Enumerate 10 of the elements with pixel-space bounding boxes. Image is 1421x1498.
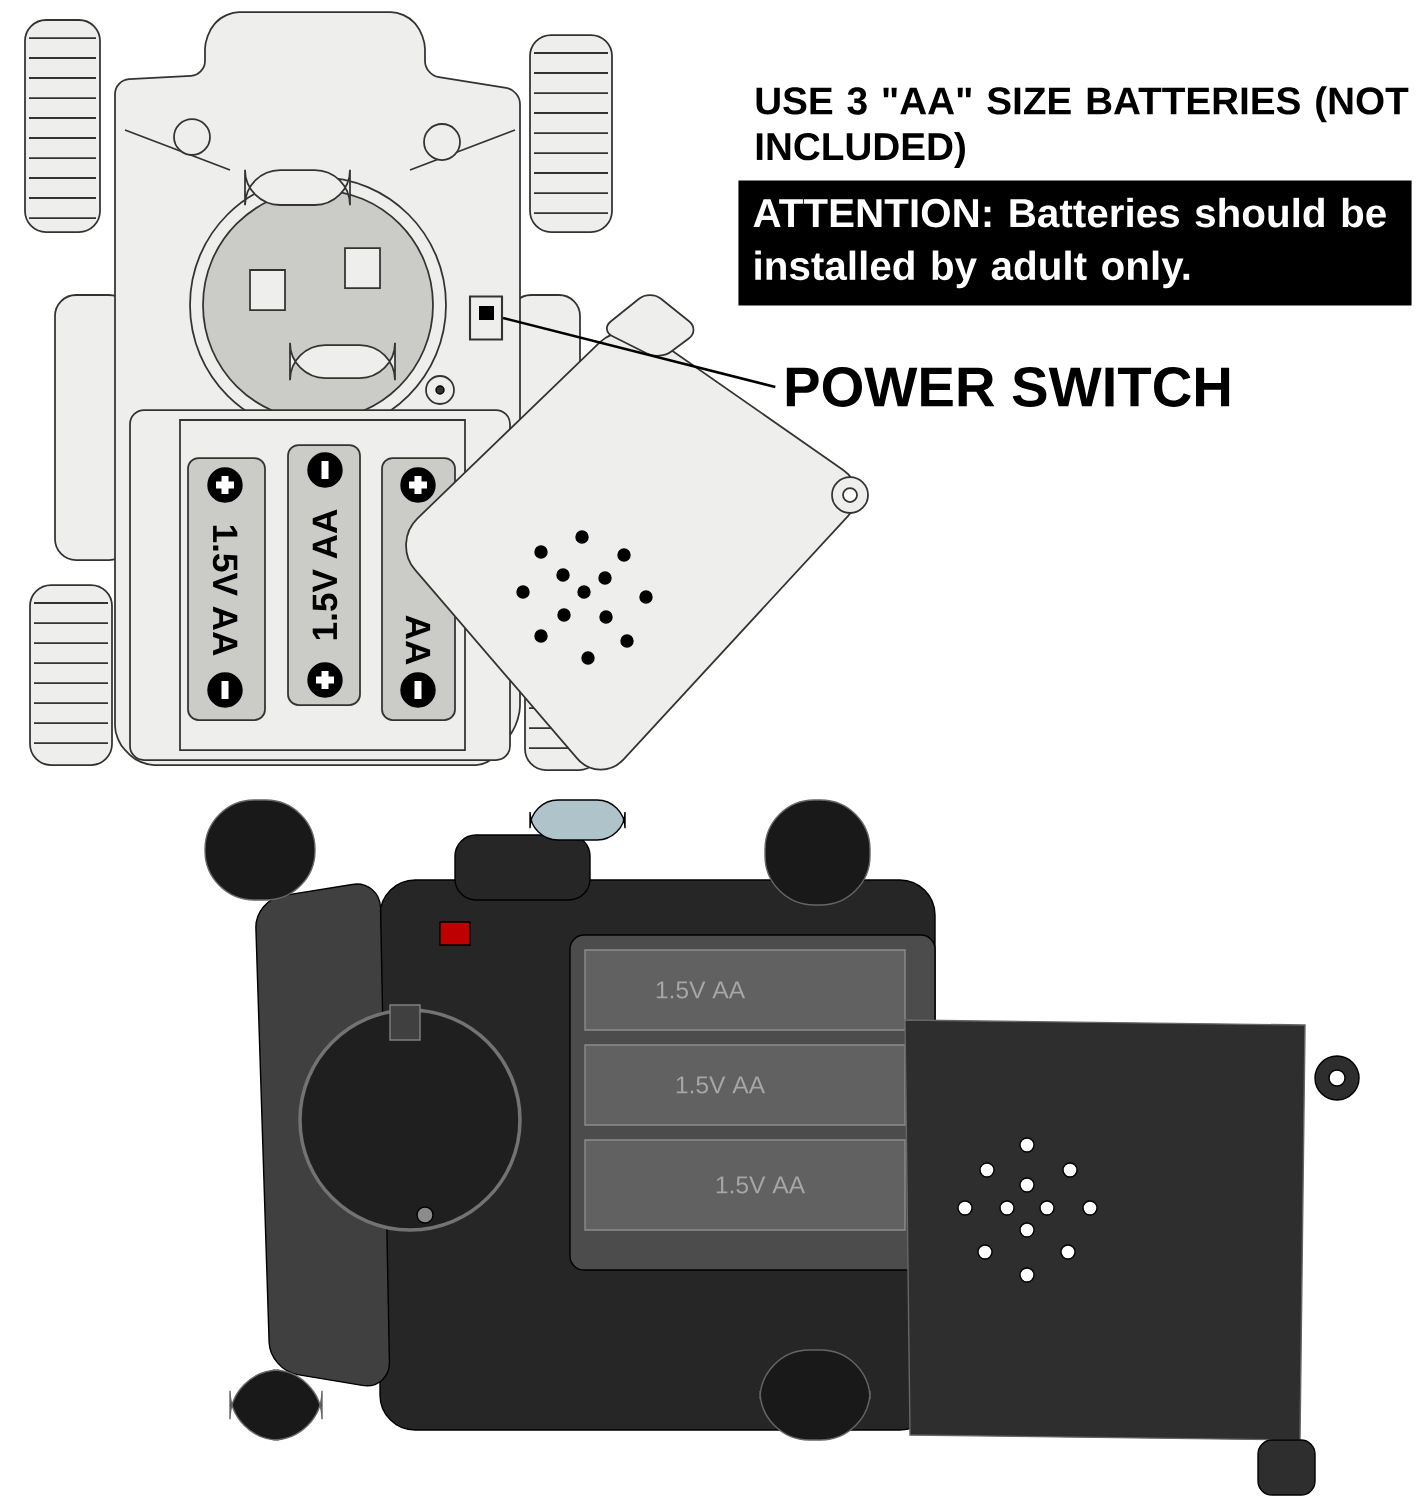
switch-symbol [468,295,504,341]
battery-label: 1.5V AA [312,509,338,640]
warning-box: ATTENTION: Batteries should be installed by adult only. [738,180,1412,306]
battery-label: AA [405,615,431,665]
battery-label: 1.5V AA [656,981,746,999]
leader-line [502,316,776,389]
battery-label: 1.5V AA [676,1076,766,1094]
callout-label: POWER SWITCH [786,367,1230,407]
battery-label: 1.5V AA [716,1176,806,1194]
battery-label: 1.5V AA [212,525,238,656]
